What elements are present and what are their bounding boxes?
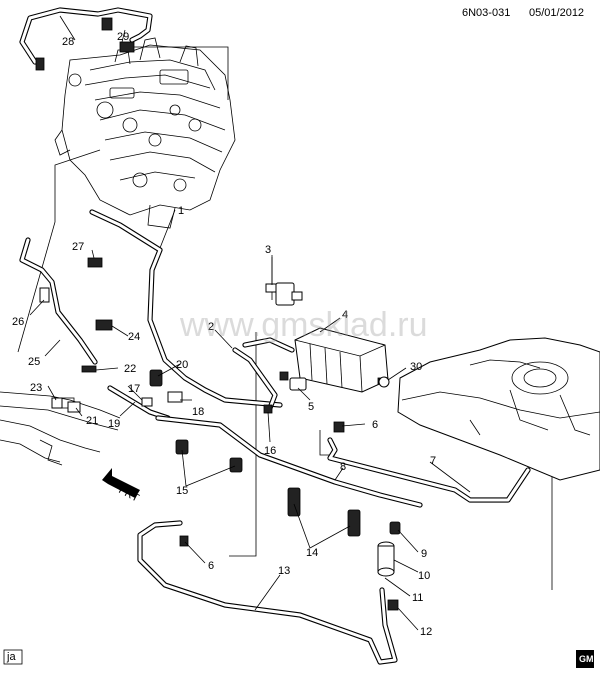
callout-2: 2 <box>208 321 214 333</box>
bracket-23 <box>51 397 63 409</box>
callout-16: 16 <box>264 445 276 457</box>
callout-3: 3 <box>265 244 271 256</box>
bracket-21 <box>67 401 81 413</box>
clip-14b <box>347 509 361 537</box>
callout-12: 12 <box>420 626 432 638</box>
callout-22: 22 <box>124 363 136 375</box>
clip-15b <box>229 457 243 473</box>
reference-line-left <box>17 149 101 353</box>
front-direction-arrow: FRT <box>102 468 141 505</box>
frame-rail <box>0 391 121 466</box>
clip-16 <box>263 404 273 414</box>
diagram-date: 05/01/2012 <box>529 7 584 19</box>
callout-5: 5 <box>308 401 314 413</box>
connector-18 <box>167 391 183 403</box>
fuel-tank <box>397 337 600 481</box>
callout-24: 24 <box>128 331 140 343</box>
callout-10: 10 <box>418 570 430 582</box>
evap-pipe-8 <box>155 415 423 508</box>
callout-6b: 6 <box>208 560 214 572</box>
callout-14: 14 <box>306 547 318 559</box>
callout-17: 17 <box>128 383 140 395</box>
clip-24 <box>95 319 113 331</box>
callout-20: 20 <box>176 359 188 371</box>
fuel-pipe-25 <box>19 237 98 365</box>
clip-20 <box>149 369 163 387</box>
canister-vent-5 <box>279 371 307 391</box>
gm-logo-text: GM <box>579 654 594 664</box>
callout-13: 13 <box>278 565 290 577</box>
watermark: www.gmsklad.ru <box>179 306 428 344</box>
leader-lines <box>29 15 471 631</box>
engine-illustration <box>54 37 236 229</box>
evap-pipe-7 <box>327 437 531 503</box>
reference-line-top <box>132 46 229 100</box>
connector-17 <box>141 397 153 407</box>
callout-30: 30 <box>410 361 422 373</box>
callout-9: 9 <box>421 548 427 560</box>
callout-7: 7 <box>430 455 436 467</box>
callout-28: 28 <box>62 36 74 48</box>
callout-21: 21 <box>86 415 98 427</box>
grommet-30 <box>378 376 390 388</box>
fuel-pipe-19 <box>107 385 171 421</box>
clip-15a <box>175 439 189 455</box>
callout-25: 25 <box>28 356 40 368</box>
gm-logo: GM <box>576 650 594 668</box>
cap-12 <box>387 599 399 611</box>
purge-valve-3 <box>265 282 303 306</box>
footer-initials: ja <box>6 651 16 663</box>
valve-9 <box>389 521 401 535</box>
fuel-pipe-28 <box>19 7 153 71</box>
clip-6a <box>179 535 189 547</box>
front-direction-label: FRT <box>117 484 142 505</box>
bracket-26 <box>39 287 50 303</box>
callout-4: 4 <box>342 309 348 321</box>
fuel-pipe-13 <box>137 520 398 665</box>
clip-14a <box>287 487 301 517</box>
diagram-code: 6N03-031 <box>462 7 510 19</box>
callout-15: 15 <box>176 485 188 497</box>
fuel-pipe-1 <box>89 209 283 408</box>
callout-29: 29 <box>117 31 129 43</box>
callout-labels: 1 2 3 4 5 6 6 7 8 9 10 11 12 13 14 15 16… <box>12 31 436 638</box>
reference-line-center <box>229 332 257 557</box>
clip-22 <box>81 365 97 373</box>
filter-10 <box>377 541 395 577</box>
bracket-27 <box>87 257 103 268</box>
callout-1: 1 <box>178 205 184 217</box>
callout-26: 26 <box>12 316 24 328</box>
footer-initials-box: ja <box>3 649 23 665</box>
callout-6a: 6 <box>372 419 378 431</box>
clip-6b <box>333 421 345 433</box>
callout-27: 27 <box>72 241 84 253</box>
callout-23: 23 <box>30 382 42 394</box>
vapor-pipe-2 <box>232 337 295 411</box>
callout-11: 11 <box>412 592 423 604</box>
callout-8: 8 <box>340 461 346 473</box>
clip-29 <box>119 41 135 53</box>
callout-19: 19 <box>108 418 120 430</box>
callout-18: 18 <box>192 406 204 418</box>
